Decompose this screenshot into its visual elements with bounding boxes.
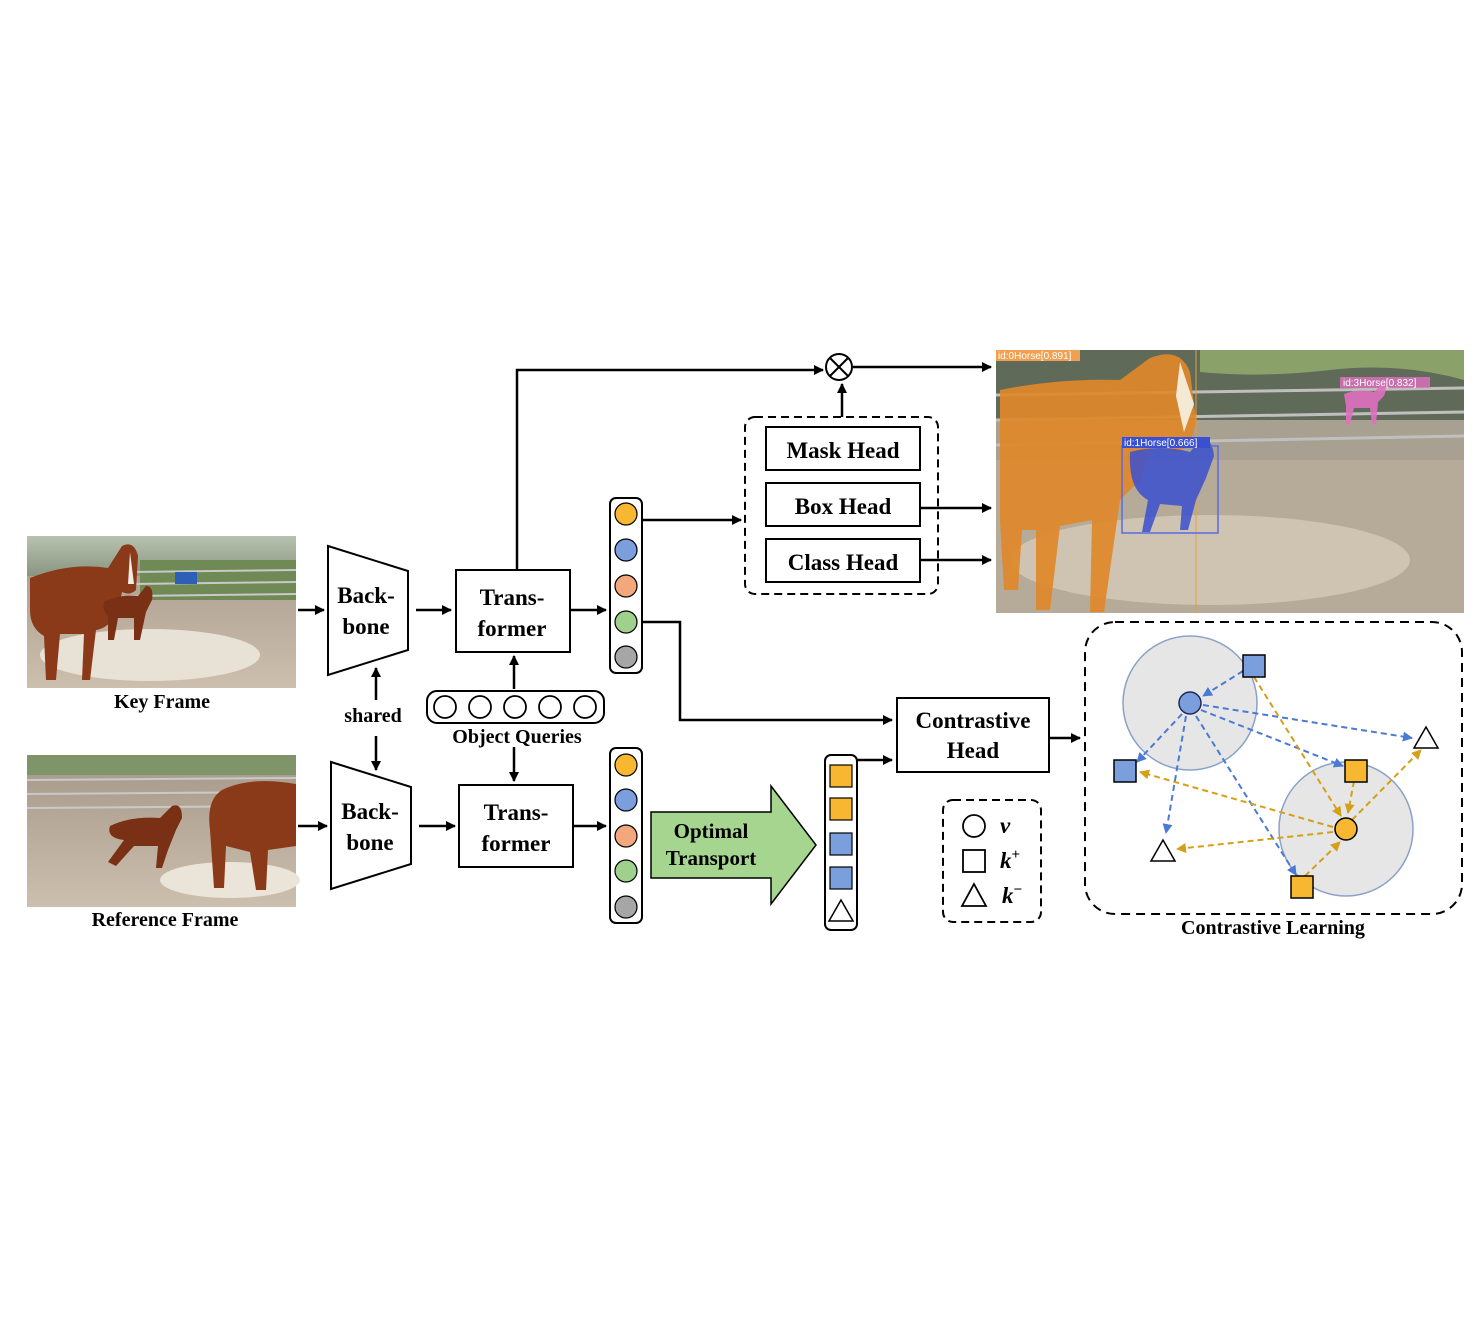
svg-text:Trans-: Trans- bbox=[480, 585, 545, 610]
optimal-transport-arrow: Optimal Transport bbox=[650, 783, 817, 907]
legend-k-minus: k− bbox=[1002, 882, 1022, 908]
svg-text:Optimal: Optimal bbox=[674, 819, 749, 843]
detection-label-3: id:3Horse[0.832] bbox=[1343, 378, 1417, 389]
multiply-operator bbox=[825, 353, 853, 381]
transformer-top: Trans- former bbox=[455, 569, 571, 653]
box-head-label: Box Head bbox=[795, 494, 892, 519]
segmentation-output-image bbox=[995, 350, 1465, 613]
contrastive-head-line2: Head bbox=[947, 738, 1000, 763]
prediction-heads bbox=[744, 416, 939, 595]
svg-text:Back-: Back- bbox=[341, 799, 399, 824]
svg-text:Transport: Transport bbox=[666, 846, 757, 870]
contrastive-learning-label: Contrastive Learning bbox=[1181, 917, 1365, 939]
key-frame-label: Key Frame bbox=[114, 691, 210, 713]
embedding-column-reference bbox=[609, 747, 643, 924]
contrastive-learning-panel bbox=[1084, 621, 1463, 915]
svg-text:bone: bone bbox=[346, 830, 393, 855]
svg-text:former: former bbox=[482, 831, 551, 856]
svg-text:Back-: Back- bbox=[337, 583, 395, 608]
legend bbox=[942, 799, 1042, 923]
transformer-bottom: Trans- former bbox=[458, 784, 574, 868]
sampled-embedding-column bbox=[824, 754, 858, 931]
object-queries-label: Object Queries bbox=[452, 726, 582, 748]
mask-head-label: Mask Head bbox=[786, 438, 899, 463]
reference-frame-label: Reference Frame bbox=[92, 909, 239, 931]
contrastive-head-line1: Contrastive bbox=[916, 708, 1031, 733]
shared-label: shared bbox=[344, 705, 401, 727]
legend-k-plus: k+ bbox=[1000, 847, 1020, 873]
detection-label-1: id:1Horse[0.666] bbox=[1124, 438, 1198, 449]
detection-label-0: id:0Horse[0.891] bbox=[998, 351, 1072, 362]
legend-v: v bbox=[1000, 813, 1011, 838]
embedding-column-key bbox=[609, 497, 643, 674]
backbone-bottom: Back- bone bbox=[330, 760, 412, 891]
key-frame-image bbox=[27, 536, 297, 688]
contrastive-head bbox=[896, 697, 1050, 773]
svg-text:bone: bone bbox=[342, 614, 389, 639]
arrow-transformer-to-multiply bbox=[515, 365, 824, 570]
class-head-label: Class Head bbox=[788, 550, 899, 575]
arrow-embed-to-contrastive-head bbox=[642, 620, 893, 725]
reference-frame-image bbox=[26, 755, 300, 907]
object-queries bbox=[426, 690, 605, 724]
backbone-top: Back- bone bbox=[327, 544, 409, 677]
svg-text:former: former bbox=[478, 616, 547, 641]
svg-text:Trans-: Trans- bbox=[484, 800, 549, 825]
